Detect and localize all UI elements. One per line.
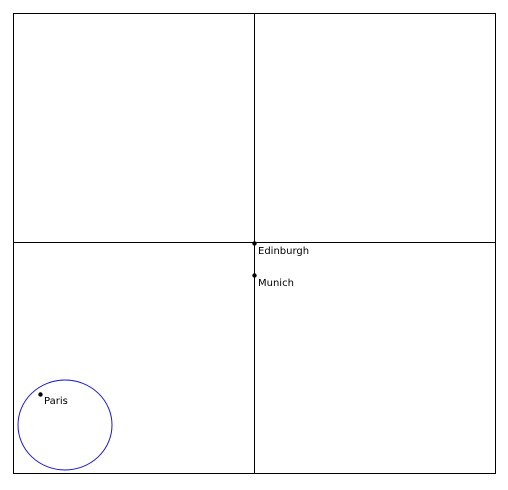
munich-point [252, 273, 257, 278]
edinburgh-point [252, 241, 257, 246]
paris-point [38, 392, 43, 397]
munich-label: Munich [258, 278, 294, 289]
edinburgh-label: Edinburgh [258, 246, 309, 257]
paris-label: Paris [44, 396, 68, 407]
paris-circle [17, 379, 113, 471]
